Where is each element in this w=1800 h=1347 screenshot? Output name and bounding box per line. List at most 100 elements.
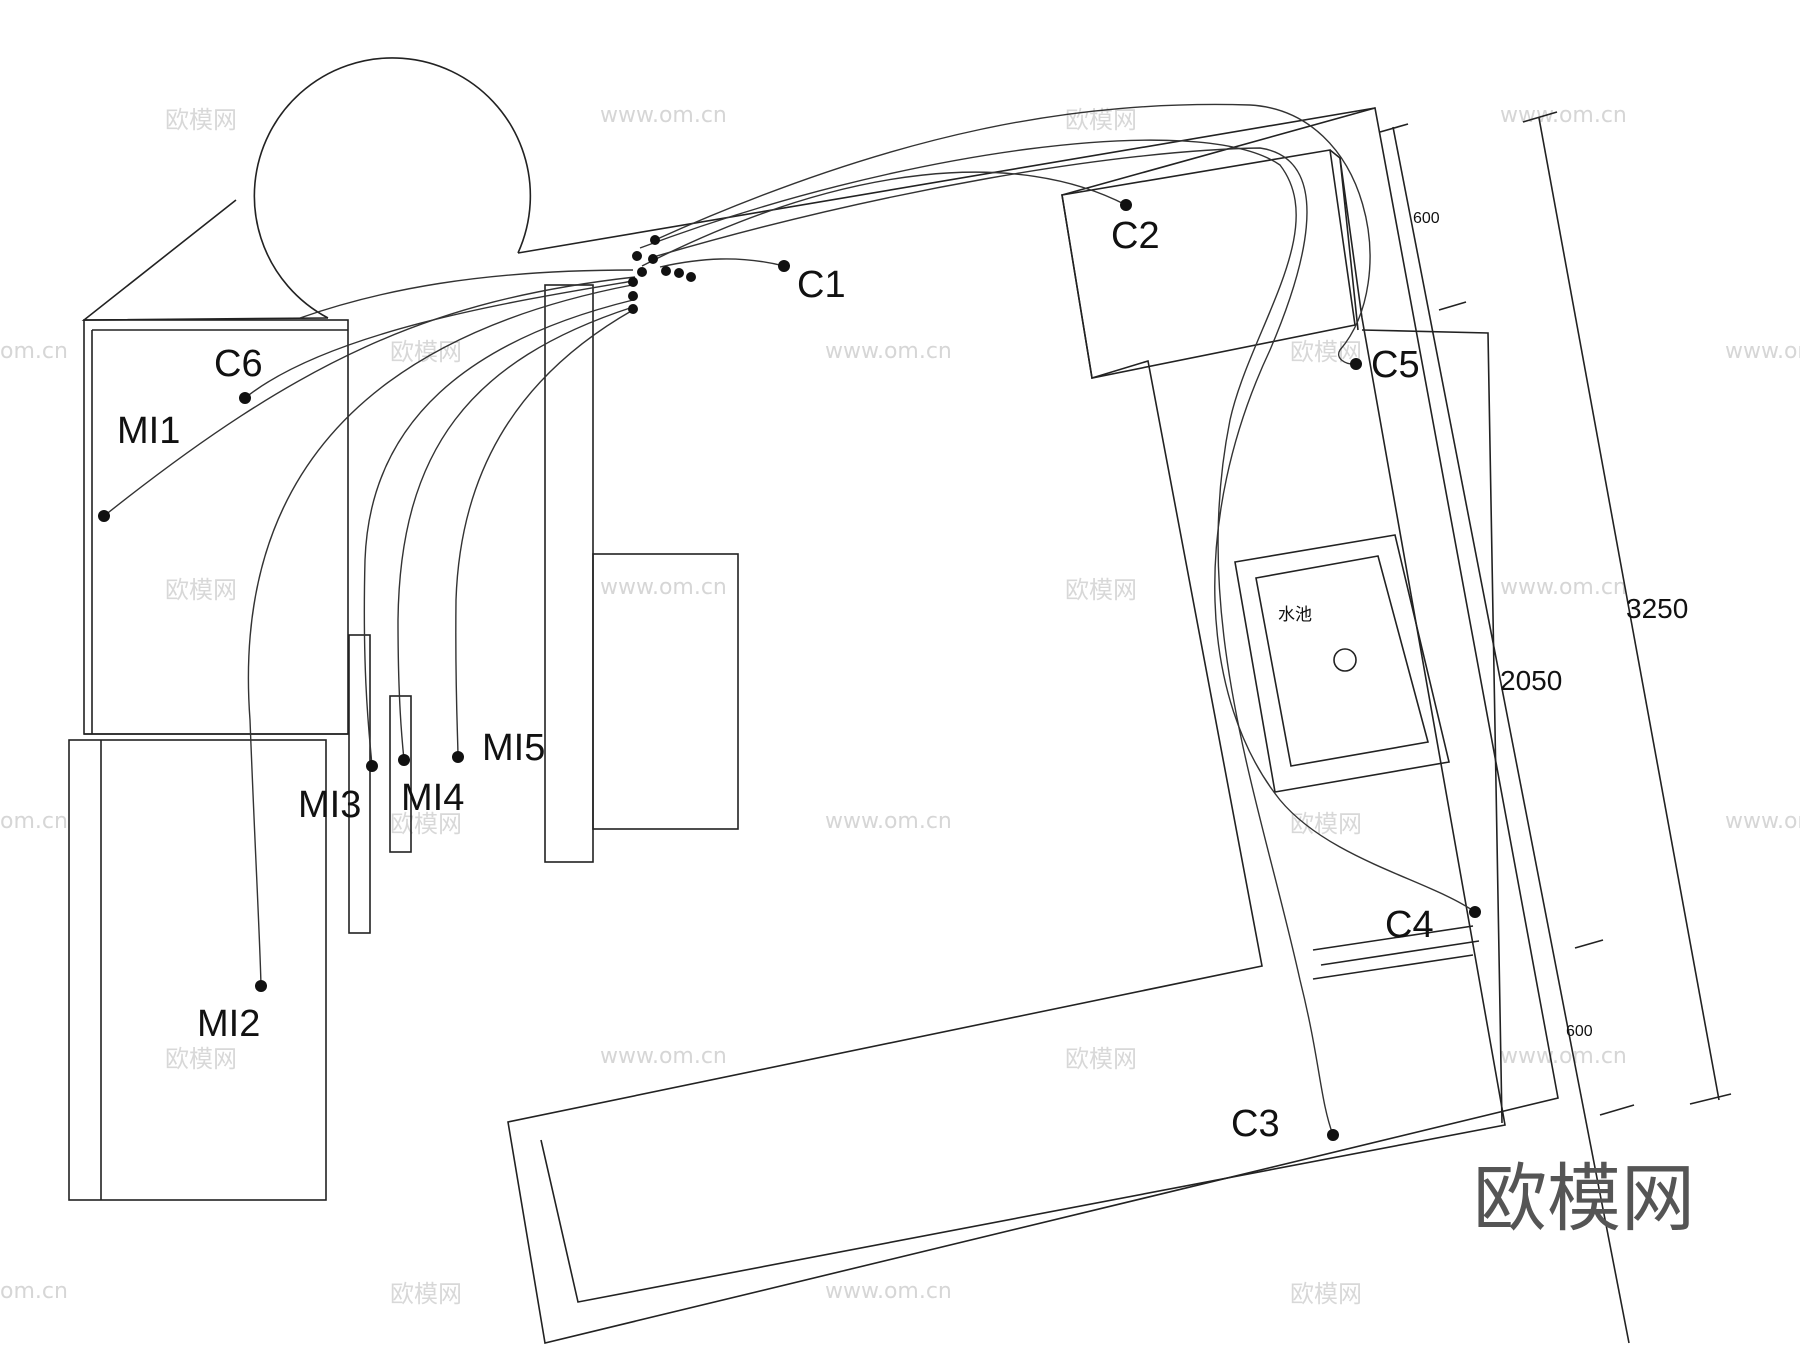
watermark-cn: 欧模网	[1290, 338, 1362, 366]
wire-c3	[639, 139, 1334, 1136]
divider-c4b	[1312, 954, 1474, 980]
junction-dot	[686, 272, 696, 282]
watermark-cn: 欧模网	[390, 338, 462, 366]
divider-c4	[1312, 925, 1474, 951]
endpoint-c1: C1	[778, 260, 846, 306]
watermark-cn: 欧模网	[1065, 1045, 1137, 1073]
panels	[348, 284, 739, 934]
sink: 水池	[1234, 534, 1450, 793]
mi3-label: MI3	[298, 784, 361, 826]
divider-c4c	[1320, 940, 1480, 966]
endpoint-mi3: MI3	[298, 760, 378, 826]
mi1-label: MI1	[117, 410, 180, 452]
c2-label: C2	[1111, 215, 1160, 257]
left-cabinets	[68, 319, 349, 1201]
junction-dot	[661, 266, 671, 276]
dim-middle-label: 2050	[1500, 665, 1562, 696]
endpoint-c2: C2	[1111, 199, 1160, 257]
top-wall-line	[517, 107, 1376, 254]
watermark-url: om.cn	[0, 339, 68, 364]
watermark-url: www.om.cn	[600, 103, 727, 128]
wire-c2	[641, 171, 1127, 267]
c4-label: C4	[1385, 904, 1434, 946]
c5-dot	[1350, 358, 1362, 370]
junction-cluster	[628, 235, 696, 314]
junction-dot	[632, 251, 642, 261]
junction-dot	[637, 267, 647, 277]
endpoint-mi2: MI2	[197, 980, 267, 1045]
mi4-dot	[398, 754, 410, 766]
mi1-dot	[98, 510, 110, 522]
wire-mi2	[247, 284, 633, 987]
wire-c5	[654, 103, 1371, 365]
round-table-outline	[253, 57, 532, 319]
mi5-dot	[452, 751, 464, 763]
watermark-url: www.om.cn	[600, 575, 727, 600]
watermark-cn: 欧模网	[165, 576, 237, 604]
dim-overall-label: 3250	[1626, 593, 1688, 624]
wire-mi4	[397, 306, 634, 761]
junction-dot	[628, 304, 638, 314]
panel-mi4	[389, 695, 412, 853]
endpoint-c6: C6	[214, 343, 263, 404]
mi2-dot	[255, 980, 267, 992]
round-table-connector	[81, 199, 329, 321]
wire-routes	[103, 103, 1476, 1136]
counter-l-shape	[507, 106, 1559, 1344]
watermark-cn: 欧模网	[390, 810, 462, 838]
watermark-url: www.om.cn	[600, 1044, 727, 1069]
junction-dot	[650, 235, 660, 245]
counter-outer	[507, 106, 1559, 1344]
watermark-cn: 欧模网	[1290, 810, 1362, 838]
c6-dot	[239, 392, 251, 404]
endpoint-c5: C5	[1350, 344, 1420, 386]
dim-tick	[1438, 301, 1467, 311]
counter-inner-right	[1361, 329, 1503, 1124]
watermark-url: www.om.cn	[1500, 1044, 1627, 1069]
dim-tick	[1522, 111, 1558, 123]
brand-watermark: 欧模网	[1473, 1156, 1695, 1242]
junction-dot	[628, 277, 638, 287]
endpoint-mi1: MI1	[98, 410, 180, 522]
dim-tick	[1599, 1104, 1635, 1116]
junction-dot	[628, 291, 638, 301]
watermark-url: www.om.cn	[1725, 339, 1800, 364]
round-table	[81, 57, 1376, 321]
endpoint-mi4: MI4	[398, 754, 464, 819]
dim-top-label: 600	[1413, 210, 1440, 227]
watermark-cn: 欧模网	[1065, 576, 1137, 604]
counter-inner-rim	[540, 157, 1506, 1303]
wire-mi1	[103, 276, 636, 517]
c6-label: C6	[214, 343, 263, 385]
mi2-label: MI2	[197, 1003, 260, 1045]
tall-panel	[544, 284, 594, 863]
lower-left-cabinet	[68, 739, 327, 1201]
dim-tick	[1379, 123, 1409, 133]
wire-c4	[649, 147, 1476, 913]
c2-dot	[1120, 199, 1132, 211]
c4-dot	[1469, 906, 1481, 918]
appliance-box	[592, 553, 739, 830]
watermark-cn: 欧模网	[165, 1045, 237, 1073]
panel-mi3	[348, 634, 371, 934]
c1-dot	[778, 260, 790, 272]
endpoint-c3: C3	[1231, 1103, 1339, 1145]
watermark-url: om.cn	[0, 809, 68, 834]
mi4-label: MI4	[401, 777, 464, 819]
mi5-label: MI5	[482, 727, 545, 769]
sink-outer	[1234, 534, 1450, 793]
c3-label: C3	[1231, 1103, 1280, 1145]
watermark-url: www.om.cn	[1725, 809, 1800, 834]
endpoint-mi5: MI5	[452, 727, 545, 769]
wire-mi3	[363, 299, 634, 767]
watermark-layer: 欧模网 www.om.cn 欧模网 www.om.cn om.cn 欧模网 ww…	[0, 103, 1800, 1308]
junction-dot	[674, 268, 684, 278]
sink-label: 水池	[1278, 605, 1312, 625]
c2-cabinet	[1061, 149, 1356, 379]
c3-dot	[1327, 1129, 1339, 1141]
watermark-url: www.om.cn	[825, 809, 952, 834]
endpoint-c4: C4	[1385, 904, 1481, 946]
mi3-dot	[366, 760, 378, 772]
junction-dot	[648, 254, 658, 264]
